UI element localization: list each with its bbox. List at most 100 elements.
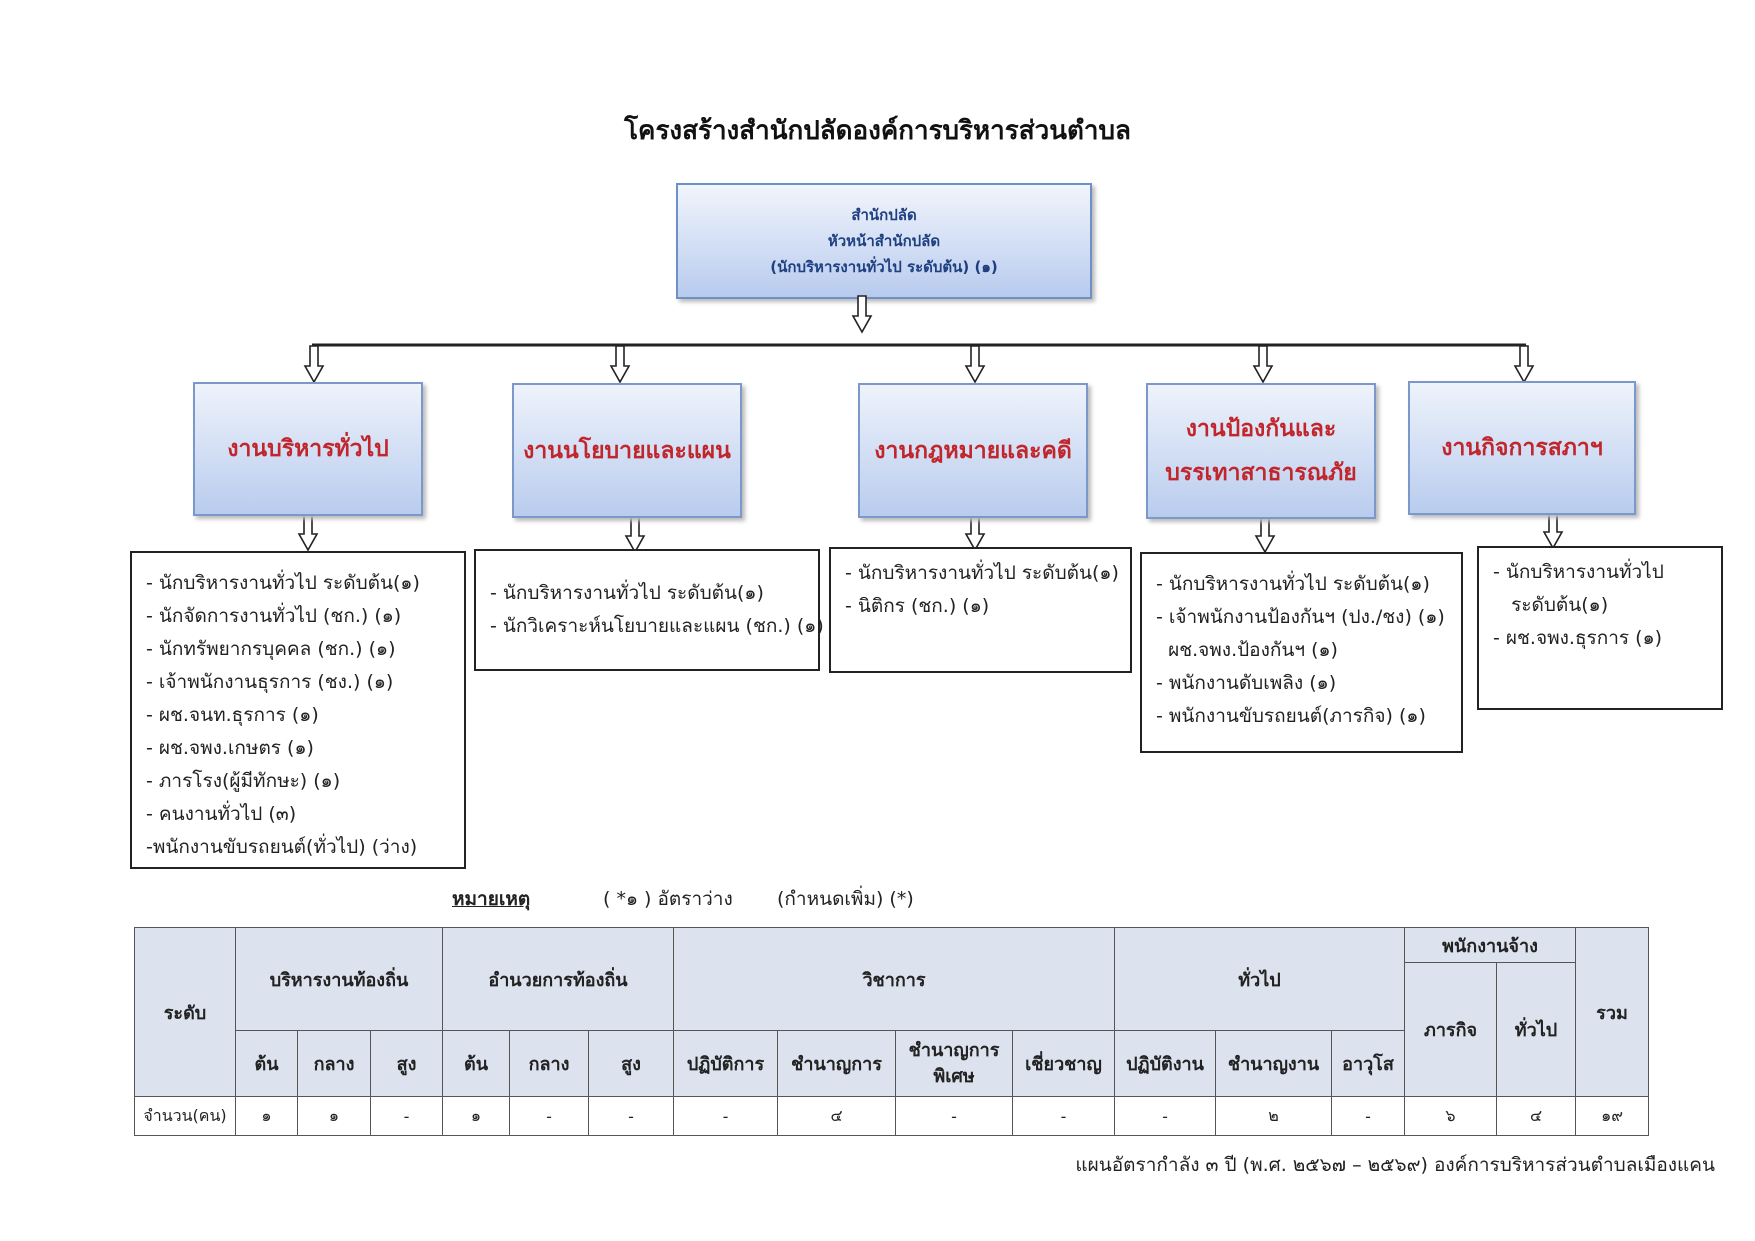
list-item: - พนักงานดับเพลิง (๑) [1156,672,1337,694]
table-cell: ๔ [1496,1096,1576,1136]
arrow-head-down [852,295,872,333]
dept-policy-planning: งานนโยบายและแผน [512,383,742,518]
table-cell: ๑ [297,1096,371,1136]
arrow-to-dept-4 [1253,345,1273,383]
list-item: - นักวิเคราะห์นโยบายและแผน (ชก.) (๑) [490,615,824,637]
note-vacant: ( *๑ ) อัตราว่าง [603,888,733,910]
table-cell: - [1114,1096,1216,1136]
head-office-box: สำนักปลัด หัวหน้าสำนักปลัด (นักบริหารงาน… [676,183,1092,299]
list-item: - ผช.จนท.ธุรการ (๑) [146,704,319,726]
sub-low-2: ต้น [442,1030,510,1097]
sub-expert: เชี่ยวชาญ [1012,1030,1115,1097]
table-cell: - [588,1096,674,1136]
sub-senior-professional: ชำนาญการ พิเศษ [895,1030,1013,1097]
dept-disaster-prevention: งานป้องกันและ บรรเทาสาธารณภัย [1146,383,1376,519]
group-employees: พนักงานจ้าง [1404,927,1576,963]
sub-practitioner: ปฏิบัติการ [673,1030,778,1097]
table-cell: - [370,1096,443,1136]
table-cell: ๒ [1215,1096,1332,1136]
dept-general-admin: งานบริหารทั่วไป [193,382,423,516]
table-cell: ๔ [777,1096,896,1136]
list-item: -พนักงานขับรถยนต์(ทั่วไป) (ว่าง) [146,836,418,858]
sub-high-2: สูง [588,1030,674,1097]
arrow-to-dept-3 [965,345,985,383]
footer-caption: แผนอัตรากำลัง ๓ ปี (พ.ศ. ๒๕๖๗ – ๒๕๖๙) อง… [1075,1154,1715,1176]
list-item: - คนงานทั่วไป (๓) [146,803,297,825]
table-cell: - [1012,1096,1115,1136]
staff-count-table: ระดับ บริหารงานท้องถิ่น อำนวยการท้องถิ่น… [134,927,1649,1136]
table-cell: - [509,1096,589,1136]
list-item: - นักบริหารงานทั่วไป ระดับต้น(๑) [146,572,420,594]
head-office-chief: หัวหน้าสำนักปลัด [827,232,941,250]
list-item: - เจ้าพนักงานป้องกันฯ (ปง./ชง) (๑) [1156,606,1445,628]
arrow-to-dept-1 [304,345,324,383]
arrow-to-list-4 [1255,515,1275,553]
staff-list-council-affairs: - นักบริหารงานทั่วไป ระดับต้น(๑) - ผช.จพ… [1477,546,1723,710]
sub-mid-2: กลาง [509,1030,589,1097]
dept-label: งานบริหารทั่วไป [227,436,389,462]
list-item: - ผช.จพง.ธุรการ (๑) [1493,627,1663,649]
table-cell: ๖ [1404,1096,1497,1136]
sub-senior: อาวุโส [1331,1030,1405,1097]
arrow-to-dept-2 [610,345,630,383]
list-item: - นักบริหารงานทั่วไป ระดับต้น(๑) [1156,573,1430,595]
staff-list-disaster-prevention: - นักบริหารงานทั่วไป ระดับต้น(๑) - เจ้าพ… [1140,552,1463,753]
group-general: ทั่วไป [1114,927,1405,1031]
sub-senior-professional-line1: ชำนาญการ [908,1039,1000,1061]
sub-professional: ชำนาญการ [777,1030,896,1097]
table-cell: ๑ [235,1096,298,1136]
list-item: - เจ้าพนักงานธุรการ (ชง.) (๑) [146,671,394,693]
list-item: - นักบริหารงานทั่วไป [1493,561,1664,583]
dept-legal: งานกฎหมายและคดี [858,383,1088,518]
arrow-to-list-3 [965,513,985,551]
list-item: ผช.จพง.ป้องกันฯ (๑) [1156,639,1338,661]
group-academic: วิชาการ [673,927,1115,1031]
sub-senior-professional-line2: พิเศษ [933,1065,975,1087]
list-item: - นักบริหารงานทั่วไป ระดับต้น(๑) [845,562,1119,584]
arrow-to-list-1 [298,513,318,551]
arrow-to-dept-5 [1514,345,1534,383]
sub-general-employee: ทั่วไป [1496,962,1576,1097]
table-cell: - [895,1096,1013,1136]
note-label: หมายเหตุ [452,888,531,910]
staff-list-policy-planning: - นักบริหารงานทั่วไป ระดับต้น(๑) - นักวิ… [474,549,824,671]
page-title: โครงสร้างสำนักปลัดองค์การบริหารส่วนตำบล [624,116,1131,146]
list-item: - นิติกร (ชก.) (๑) [845,595,990,617]
arrow-to-list-5 [1543,511,1563,549]
sub-low-1: ต้น [235,1030,298,1097]
list-item: - ภารโรง(ผู้มีทักษะ) (๑) [146,770,341,792]
dept-label: งานกิจการสภาฯ [1441,435,1603,461]
sub-mission: ภารกิจ [1404,962,1497,1097]
level-header: ระดับ [134,927,236,1097]
table-cell: ๑ [442,1096,510,1136]
group-total: รวม [1575,927,1649,1097]
sub-high-1: สูง [370,1030,443,1097]
sub-mid-1: กลาง [297,1030,371,1097]
list-item: - พนักงานขับรถยนต์(ภารกิจ) (๑) [1156,705,1426,727]
dept-label-line1: งานป้องกันและ [1185,416,1337,442]
sub-skilled: ชำนาญงาน [1215,1030,1332,1097]
table-cell: - [673,1096,778,1136]
dept-label-line2: บรรเทาสาธารณภัย [1165,460,1357,486]
sub-operator: ปฏิบัติงาน [1114,1030,1216,1097]
dept-label: งานนโยบายและแผน [523,437,731,464]
list-item: - นักบริหารงานทั่วไป ระดับต้น(๑) [490,582,764,604]
row-label: จำนวน(คน) [134,1096,236,1136]
table-cell: ๑๙ [1575,1096,1649,1136]
list-item: - นักทรัพยากรบุคคล (ชก.) (๑) [146,638,396,660]
group-local-admin: บริหารงานท้องถิ่น [235,927,443,1031]
arrow-to-list-2 [625,515,645,553]
head-office-name: สำนักปลัด [851,206,917,224]
table-cell: - [1331,1096,1405,1136]
staff-list-legal: - นักบริหารงานทั่วไป ระดับต้น(๑) - นิติก… [829,547,1132,673]
group-local-director: อำนวยการท้องถิ่น [442,927,674,1031]
head-office-position: (นักบริหารงานทั่วไป ระดับต้น) (๑) [770,258,998,276]
dept-label: งานกฎหมายและคดี [874,437,1072,464]
list-item: - นักจัดการงานทั่วไป (ชก.) (๑) [146,605,402,627]
note-additional: (กำหนดเพิ่ม) (*) [777,888,914,910]
dept-council-affairs: งานกิจการสภาฯ [1408,381,1636,515]
list-item: ระดับต้น(๑) [1493,594,1609,616]
staff-list-general-admin: - นักบริหารงานทั่วไป ระดับต้น(๑) - นักจั… [130,551,466,869]
table-row: จำนวน(คน) ๑ ๑ - ๑ - - - ๔ - - - ๒ - ๖ ๔ … [134,1096,1649,1136]
